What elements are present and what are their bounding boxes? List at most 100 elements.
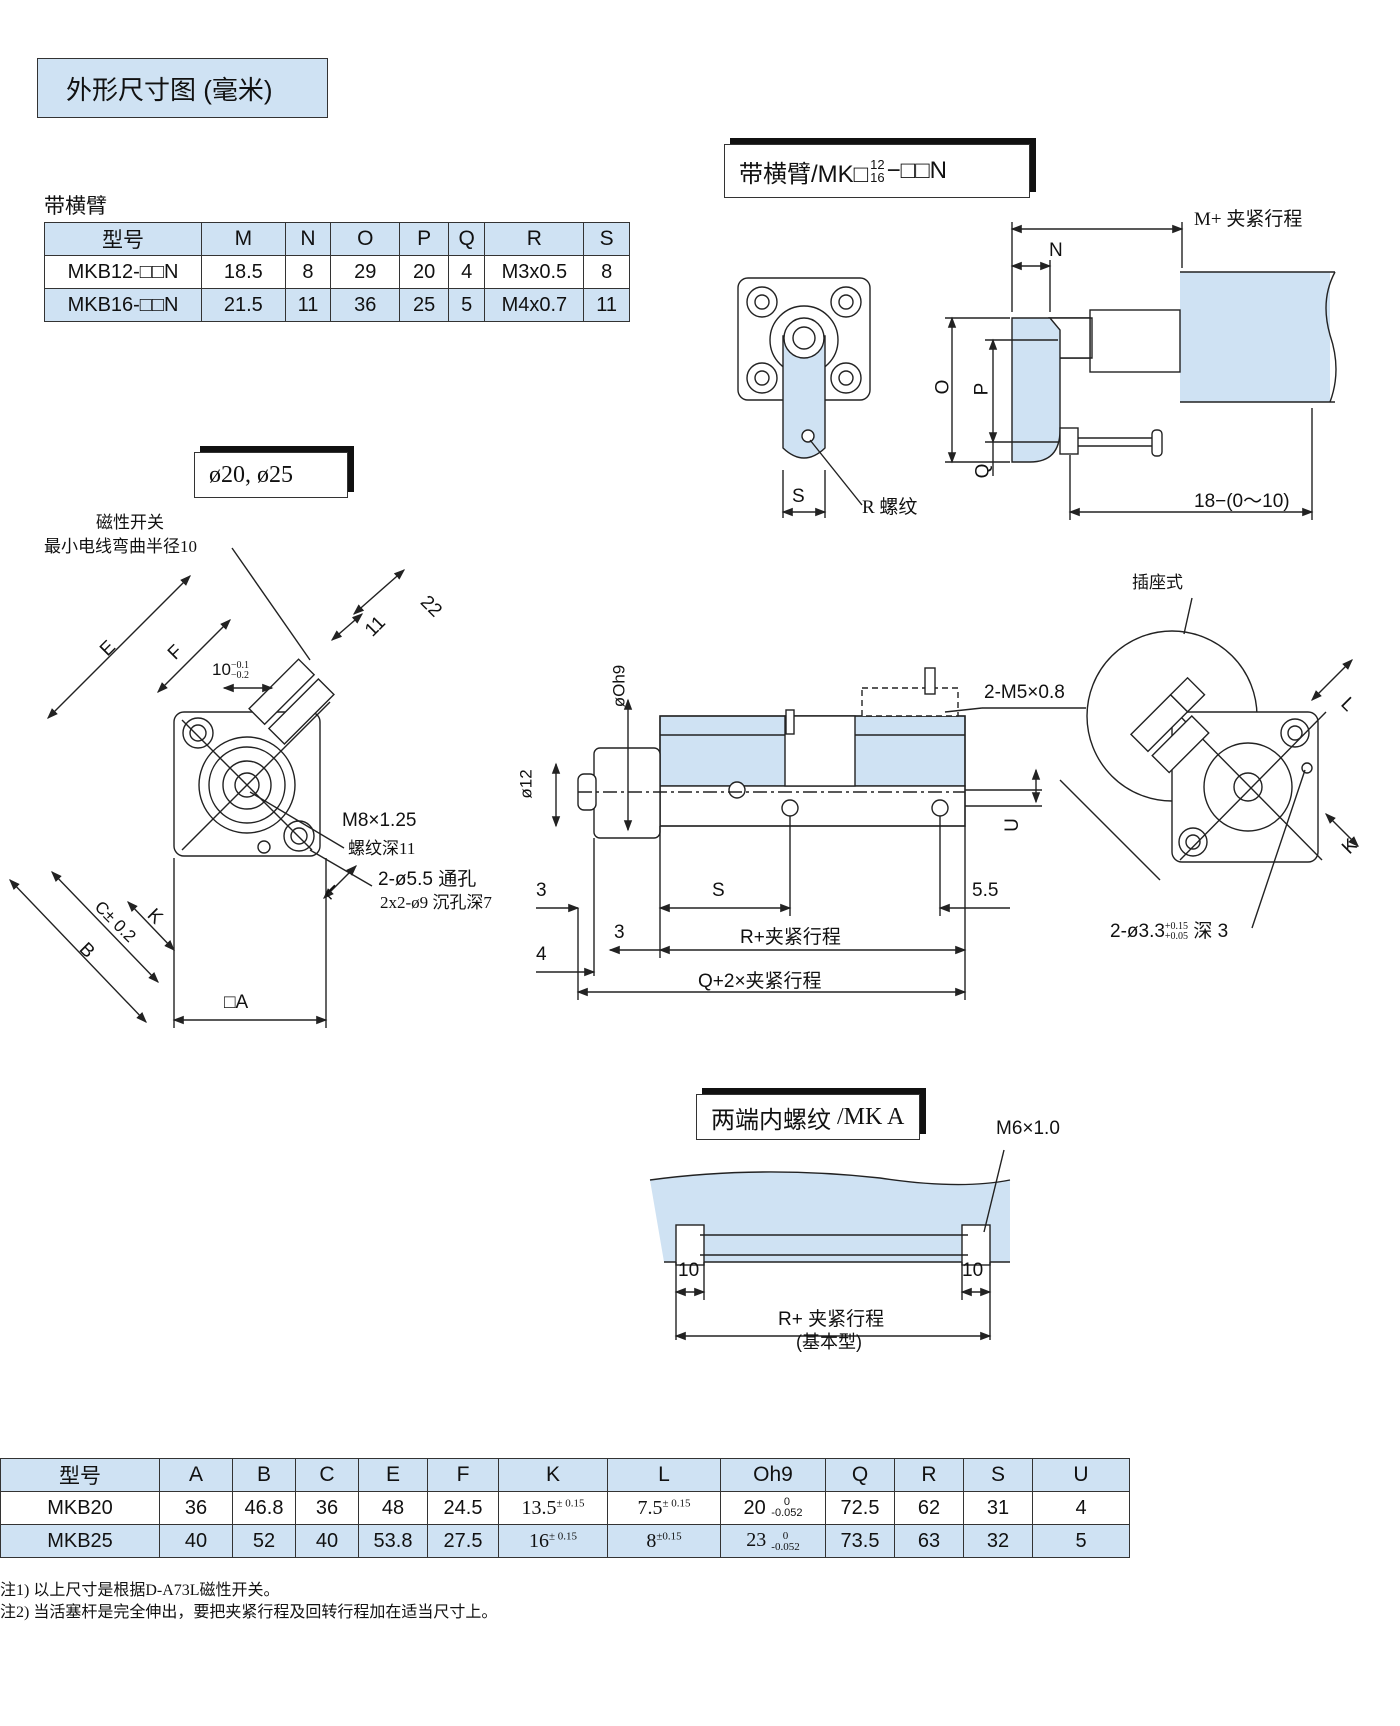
dim-thru-hole: 2-ø5.5 通孔 [378, 869, 477, 890]
cell: 40 [159, 1524, 233, 1558]
dim-a: □A [224, 992, 249, 1013]
cell: 73.5 [825, 1524, 895, 1558]
bore-tag: ø20, ø25 [194, 452, 348, 498]
col-header: Oh9 [720, 1458, 826, 1492]
col-header: M [201, 222, 286, 256]
dim-n: N [1049, 240, 1063, 261]
cell: 52 [232, 1524, 296, 1558]
col-header: O [330, 222, 401, 256]
cell: M4x0.7 [484, 288, 585, 322]
socket-label: 插座式 [1132, 573, 1183, 592]
dim-oh9: øOh9 [609, 664, 629, 708]
cell: 24.5 [427, 1491, 499, 1525]
cell: MKB25 [0, 1524, 160, 1558]
cell: M3x0.5 [484, 255, 585, 289]
cell: 20 [399, 255, 450, 289]
cell: 16± 0.15 [498, 1524, 608, 1558]
col-header: B [232, 1458, 296, 1492]
cell: 46.8 [232, 1491, 296, 1525]
col-header: P [399, 222, 450, 256]
col-header: R [894, 1458, 964, 1492]
cell: 5 [1032, 1524, 1130, 1558]
dim-4: 4 [536, 944, 547, 965]
dim-basic: (基本型) [796, 1332, 862, 1352]
dim-m8: M8×1.25 [342, 810, 417, 831]
note-2: 注2) 当活塞杆是完全伸出，要把夹紧行程及回转行程加在适当尺寸上。 [0, 1604, 498, 1621]
dim-s: S [792, 486, 805, 507]
cell: 27.5 [427, 1524, 499, 1558]
cell: 8 [284, 255, 332, 289]
cell: 63 [894, 1524, 964, 1558]
table-row: MKB20 36 46.8 36 48 24.5 13.5± 0.15 7.5±… [0, 1491, 1130, 1525]
col-header: A [159, 1458, 233, 1492]
dim-3b: 3 [614, 922, 625, 943]
table-header-row: 型号 A B C E F K L Oh9 Q R S U [0, 1458, 1130, 1492]
cell: 31 [963, 1491, 1033, 1525]
table-header-row: 型号 M N O P Q R S [44, 222, 630, 256]
cell: 4 [448, 255, 486, 289]
cell: 32 [963, 1524, 1033, 1558]
col-header: R [484, 222, 585, 256]
cell: 72.5 [825, 1491, 895, 1525]
main-dimension-table: 型号 A B C E F K L Oh9 Q R S U MKB20 36 46… [0, 1458, 1130, 1558]
cell: 5 [448, 288, 486, 322]
cell: 36 [295, 1491, 359, 1525]
dim-d12: ø12 [516, 769, 536, 799]
col-header: Q [825, 1458, 895, 1492]
cell: 4 [1032, 1491, 1130, 1525]
cell: 48 [358, 1491, 428, 1525]
table-row: MKB16-□□N 21.5 11 36 25 5 M4x0.7 11 [44, 288, 630, 322]
col-header: C [295, 1458, 359, 1492]
table-row: MKB12-□□N 18.5 8 29 20 4 M3x0.5 8 [44, 255, 630, 289]
col-header: E [358, 1458, 428, 1492]
cell: MKB12-□□N [44, 255, 202, 289]
dim-travel: 18−(0〜10) [1194, 491, 1290, 512]
cell: 20 0-0.052 [720, 1491, 826, 1525]
dim-q: Q [972, 463, 994, 479]
dim-m6: M6×1.0 [996, 1118, 1060, 1139]
dim-tol-10: 10−0.1−0.2 [212, 659, 250, 681]
dim-10b: 10 [962, 1260, 984, 1281]
arm-section-label: 带横臂 [44, 195, 107, 218]
page-title: 外形尺寸图 (毫米) [37, 58, 328, 118]
col-header: 型号 [44, 222, 202, 256]
cell: 62 [894, 1491, 964, 1525]
dim-m8-depth: 螺纹深11 [348, 839, 416, 858]
col-header: F [427, 1458, 499, 1492]
col-header: L [607, 1458, 721, 1492]
dim-r-thread: R 螺纹 [862, 497, 918, 518]
cell: 40 [295, 1524, 359, 1558]
cell: 25 [399, 288, 450, 322]
dim-u: U [1001, 818, 1023, 832]
arm-spec-table: 型号 M N O P Q R S MKB12-□□N 18.5 8 29 20 … [44, 222, 630, 322]
col-header: S [583, 222, 630, 256]
cell: 11 [284, 288, 332, 322]
col-header: N [284, 222, 332, 256]
dim-r-stroke: R+夹紧行程 [740, 927, 841, 948]
switch-note-1: 磁性开关 [96, 513, 164, 532]
col-header: U [1032, 1458, 1130, 1492]
col-header: S [963, 1458, 1033, 1492]
dim-q-stroke: Q+2×夹紧行程 [698, 971, 822, 992]
dim-m5: 2-M5×0.8 [984, 682, 1065, 703]
col-header: 型号 [0, 1458, 160, 1492]
dim-thread-stroke: R+ 夹紧行程 [778, 1309, 885, 1330]
switch-note-2: 最小电线弯曲半径10 [44, 537, 197, 556]
col-header: Q [448, 222, 486, 256]
dim-s-side: S [712, 880, 725, 901]
cell: 53.8 [358, 1524, 428, 1558]
note-1: 注1) 以上尺寸是根据D-A73L磁性开关。 [0, 1582, 280, 1599]
dim-m-stroke: M+ 夹紧行程 [1194, 209, 1303, 230]
cell: 11 [583, 288, 630, 322]
dim-o: O [932, 379, 954, 395]
cell: 23 0-0.052 [720, 1524, 826, 1558]
cell: 36 [159, 1491, 233, 1525]
dim-5-5: 5.5 [972, 880, 999, 901]
thread-tag: 两端内螺纹/MK A [696, 1094, 920, 1140]
cell: 13.5± 0.15 [498, 1491, 608, 1525]
cell: 8±0.15 [607, 1524, 721, 1558]
dim-3a: 3 [536, 880, 547, 901]
cell: 36 [330, 288, 401, 322]
